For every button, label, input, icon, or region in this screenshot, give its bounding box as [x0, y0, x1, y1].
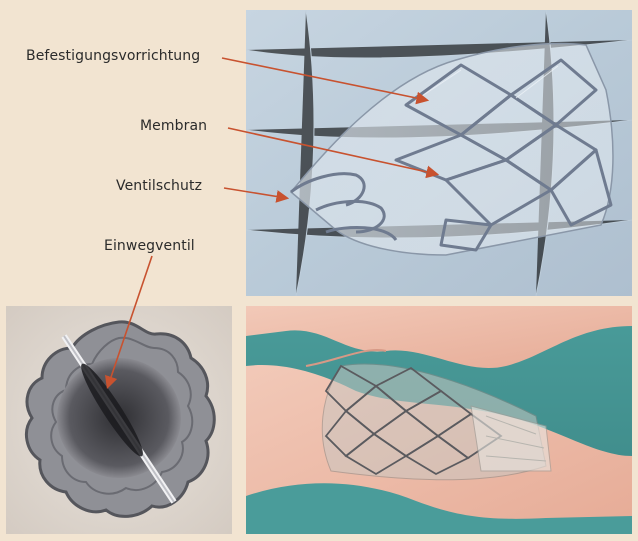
valve-top-view — [6, 306, 232, 534]
stent-valve-drawing — [246, 10, 632, 296]
bronchus-drawing — [246, 306, 632, 534]
label-ventilschutz: Ventilschutz — [116, 178, 202, 194]
label-membran: Membran — [140, 118, 207, 134]
label-befestigungsvorrichtung: Befestigungsvorrichtung — [26, 48, 200, 64]
bronchus-stent-illustration — [246, 306, 632, 534]
stent-valve-photo — [246, 10, 632, 296]
label-einwegventil: Einwegventil — [104, 238, 195, 254]
valve-top-drawing — [6, 306, 232, 534]
